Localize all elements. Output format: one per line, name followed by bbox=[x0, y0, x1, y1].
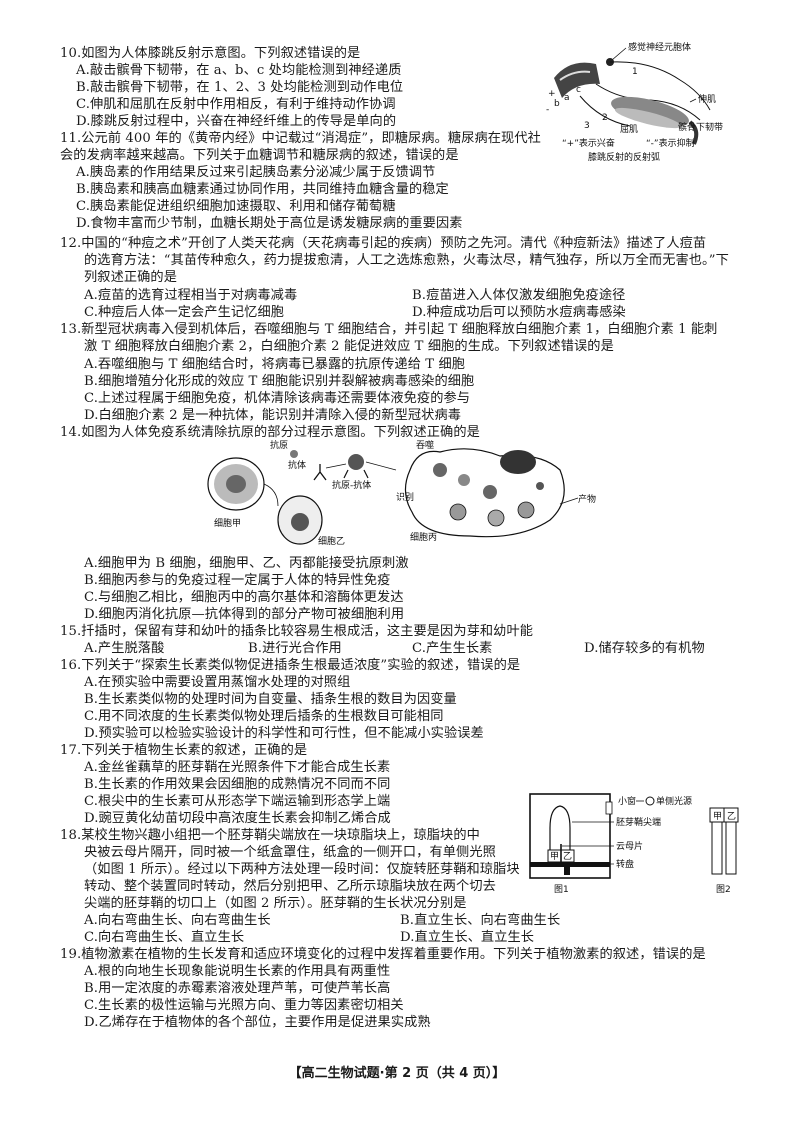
label-c: c bbox=[576, 85, 581, 95]
coleoptile-figure: 小窗 单侧光源 胚芽鞘尖端 甲 乙 云母片 转盘 图1 甲 bbox=[520, 788, 760, 898]
label-ligament: 髌骨下韧带 bbox=[678, 121, 723, 133]
q17-option-c: C.根尖中的生长素可从形态学下端运输到形态学上端 bbox=[84, 794, 391, 809]
label-engulf: 吞噬 bbox=[416, 440, 434, 451]
q16-option-d: D.预实验可以检验实验设计的科学性和可行性，但不能减小实验误差 bbox=[84, 726, 484, 741]
q15-option-d: D.储存较多的有机物 bbox=[584, 641, 705, 656]
reflex-figure-caption: 膝跳反射的反射弧 bbox=[588, 151, 660, 163]
page-footer: 【高二生物试题·第 2 页（共 4 页）】 bbox=[288, 1066, 506, 1081]
q19-option-b: B.用一定浓度的赤霉素溶液处理芦苇，可使芦苇长高 bbox=[84, 981, 391, 996]
q13-option-a: A.吞噬细胞与 T 细胞结合时，将病毒已暴露的抗原传递给 T 细胞 bbox=[84, 357, 466, 372]
q15-option-a: A.产生脱落酸 bbox=[84, 641, 165, 656]
label-inhibit: “-”表示抑制 bbox=[646, 137, 695, 149]
q10-stem: 10.如图为人体膝跳反射示意图。下列叙述错误的是 bbox=[60, 46, 361, 61]
q12-stem: 12.中国的“种痘之术”开创了人类天花病（天花病毒引起的疾病）预防之先河。清代《… bbox=[60, 236, 707, 251]
q13-option-d: D.白细胞介素 2 是一种抗体，能识别并清除入侵的新型冠状病毒 bbox=[84, 408, 462, 423]
q12-option-c: C.种痘后人体一定会产生记忆细胞 bbox=[84, 305, 285, 320]
label-figure-1: 图1 bbox=[554, 884, 569, 895]
q18-stem-2: 央被云母片隔开，同时被一个纸盒罩住，纸盒的一侧开口，有单侧光照 bbox=[84, 845, 496, 860]
q19-option-c: C.生长素的极性运输与光照方向、重力等因素密切相关 bbox=[84, 998, 404, 1013]
label-product: 产物 bbox=[578, 493, 596, 505]
label-antibody: 抗体 bbox=[288, 459, 306, 471]
q18-stem-5: 尖端的胚芽鞘的切口上（如图 2 所示）。胚芽鞘的生长状况分别是 bbox=[84, 896, 467, 911]
q11-option-b: B.胰岛素和胰高血糖素通过协同作用，共同维持血糖含量的稳定 bbox=[76, 182, 449, 197]
q11-stem: 11.公元前 400 年的《黄帝内经》中记载过“消渴症”，即糖尿病。糖尿病在现代… bbox=[60, 131, 541, 146]
q16-option-c: C.用不同浓度的生长素类似物处理后插条的生根数目可能相同 bbox=[84, 709, 444, 724]
q18-option-d: D.直立生长、直立生长 bbox=[400, 930, 535, 945]
q12-stem-cont2: 列叙述正确的是 bbox=[84, 270, 178, 285]
q14-option-a: A.细胞甲为 B 细胞，细胞甲、乙、丙都能接受抗原刺激 bbox=[84, 556, 409, 571]
label-recognize: 识别 bbox=[396, 492, 414, 503]
label-antigen-antibody: 抗原-抗体 bbox=[332, 479, 371, 491]
q16-option-b: B.生长素类似物的处理时间为自变量、插条生根的数目为因变量 bbox=[84, 692, 457, 707]
q18-stem-3: （如图 1 所示）。经过以下两种方法处理一段时间：仅旋转胚芽鞘和琼脂块 bbox=[84, 862, 520, 877]
label-turntable: 转盘 bbox=[616, 858, 634, 870]
label-fig2-jia: 甲 bbox=[713, 811, 722, 822]
q19-option-a: A.根的向地生长现象能说明生长素的作用具有两重性 bbox=[84, 964, 391, 979]
q17-option-d: D.豌豆黄化幼苗切段中高浓度生长素会抑制乙烯合成 bbox=[84, 811, 391, 826]
q10-option-b: B.敲击髌骨下韧带，在 1、2、3 处均能检测到动作电位 bbox=[76, 80, 404, 95]
q18-option-b: B.直立生长、向右弯曲生长 bbox=[400, 913, 561, 928]
q19-stem: 19.植物激素在植物的生长发育和适应环境变化的过程中发挥着重要作用。下列关于植物… bbox=[60, 947, 706, 962]
q13-option-c: C.上述过程属于细胞免疫，机体清除该病毒还需要体液免疫的参与 bbox=[84, 391, 471, 406]
label-cell-c: 细胞丙 bbox=[410, 531, 437, 543]
label-cell-a: 细胞甲 bbox=[214, 517, 241, 529]
q12-option-d: D.种痘成功后可以预防水痘病毒感染 bbox=[412, 305, 626, 320]
label-cell-b: 细胞乙 bbox=[318, 535, 345, 547]
q12-stem-cont: 的选育方法：“其苗传种愈久，药力提拔愈清，人工之选炼愈熟，火毒汰尽，精气独存，所… bbox=[84, 253, 729, 268]
immune-process-figure: 细胞甲 细胞乙 抗原 抗体 抗原-抗体 吞噬 识别 bbox=[200, 440, 620, 552]
label-plus: + bbox=[548, 89, 556, 99]
label-sensory-neuron: 感觉神经元胞体 bbox=[628, 41, 691, 53]
q18-stem-4: 转动、整个装置同时转动，然后分别把甲、乙所示琼脂块放在两个切去 bbox=[84, 879, 496, 894]
label-mica: 云母片 bbox=[616, 840, 643, 852]
q11-stem-cont: 会的发病率越来越高。下列关于血糖调节和糖尿病的叙述，错误的是 bbox=[60, 148, 459, 163]
q13-stem: 13.新型冠状病毒入侵到机体后，吞噬细胞与 T 细胞结合，并引起 T 细胞释放白… bbox=[60, 322, 718, 337]
q19-option-d: D.乙烯存在于植物体的各个部位，主要作用是促进果实成熟 bbox=[84, 1015, 431, 1030]
label-1: 1 bbox=[632, 67, 638, 77]
q10-option-d: D.膝跳反射过程中，兴奋在神经纤维上的传导是单向的 bbox=[76, 114, 397, 129]
label-antigen: 抗原 bbox=[270, 440, 288, 451]
label-b: b bbox=[554, 99, 560, 109]
q11-option-a: A.胰岛素的作用结果反过来引起胰岛素分泌减少属于反馈调节 bbox=[76, 165, 436, 180]
label-light-source: 单侧光源 bbox=[656, 795, 692, 807]
q16-stem: 16.下列关于“探索生长素类似物促进插条生根最适浓度”实验的叙述，错误的是 bbox=[60, 658, 521, 673]
label-window: 小窗 bbox=[618, 795, 636, 807]
label-3: 3 bbox=[584, 121, 590, 131]
label-figure-2: 图2 bbox=[716, 884, 731, 895]
q12-option-a: A.痘苗的选育过程相当于对病毒减毒 bbox=[84, 288, 298, 303]
q11-option-c: C.胰岛素能促进组织细胞加速摄取、利用和储存葡萄糖 bbox=[76, 199, 396, 214]
q18-option-c: C.向右弯曲生长、直立生长 bbox=[84, 930, 245, 945]
q14-option-d: D.细胞丙消化抗原—抗体得到的部分产物可被细胞利用 bbox=[84, 607, 405, 622]
label-coleoptile-tip: 胚芽鞘尖端 bbox=[616, 816, 661, 828]
label-block-jia: 甲 bbox=[550, 851, 559, 862]
q10-option-a: A.敲击髌骨下韧带，在 a、b、c 处均能检测到神经递质 bbox=[76, 63, 402, 78]
q18-stem: 18.某校生物兴趣小组把一个胚芽鞘尖端放在一块琼脂块上，琼脂块的中 bbox=[60, 828, 480, 843]
label-excite: “+”表示兴奋 bbox=[562, 137, 615, 149]
label-extensor: 伸肌 bbox=[698, 93, 716, 105]
reflex-arc-figure: 感觉神经元胞体 1 c a b + - 2 3 屈肌 伸肌 髌骨下韧带 bbox=[540, 40, 740, 170]
label-a: a bbox=[564, 93, 570, 103]
q17-option-b: B.生长素的作用效果会因细胞的成熟情况不同而不同 bbox=[84, 777, 391, 792]
q10-option-c: C.伸肌和屈肌在反射中作用相反，有利于维持动作协调 bbox=[76, 97, 396, 112]
q15-option-b: B.进行光合作用 bbox=[248, 641, 342, 656]
q14-stem: 14.如图为人体免疫系统清除抗原的部分过程示意图。下列叙述正确的是 bbox=[60, 425, 480, 440]
q14-option-c: C.与细胞乙相比，细胞丙中的高尔基体和溶酶体更发达 bbox=[84, 590, 404, 605]
q13-option-b: B.细胞增殖分化形成的效应 T 细胞能识别并裂解被病毒感染的细胞 bbox=[84, 374, 475, 389]
q16-option-a: A.在预实验中需要设置用蒸馏水处理的对照组 bbox=[84, 675, 351, 690]
q12-option-b: B.痘苗进入人体仅激发细胞免疫途径 bbox=[412, 288, 626, 303]
q15-option-c: C.产生生长素 bbox=[412, 641, 493, 656]
q17-option-a: A.金丝雀藕草的胚芽鞘在光照条件下才能合成生长素 bbox=[84, 760, 391, 775]
q14-option-b: B.细胞丙参与的免疫过程一定属于人体的特异性免疫 bbox=[84, 573, 391, 588]
label-2: 2 bbox=[602, 113, 608, 123]
q11-option-d: D.食物丰富而少节制，血糖长期处于高位是诱发糖尿病的重要因素 bbox=[76, 216, 463, 231]
label-fig2-yi: 乙 bbox=[727, 811, 736, 822]
label-minus: - bbox=[546, 105, 549, 115]
label-block-yi: 乙 bbox=[563, 851, 572, 862]
label-flexor: 屈肌 bbox=[620, 124, 638, 135]
q17-stem: 17.下列关于植物生长素的叙述，正确的是 bbox=[60, 743, 308, 758]
q15-stem: 15.扦插时，保留有芽和幼叶的插条比较容易生根成活，这主要是因为芽和幼叶能 bbox=[60, 624, 534, 639]
q13-stem-cont: 激 T 细胞释放白细胞介素 2，白细胞介素 2 能促进效应 T 细胞的生成。下列… bbox=[84, 339, 614, 354]
q18-option-a: A.向右弯曲生长、向右弯曲生长 bbox=[84, 913, 271, 928]
